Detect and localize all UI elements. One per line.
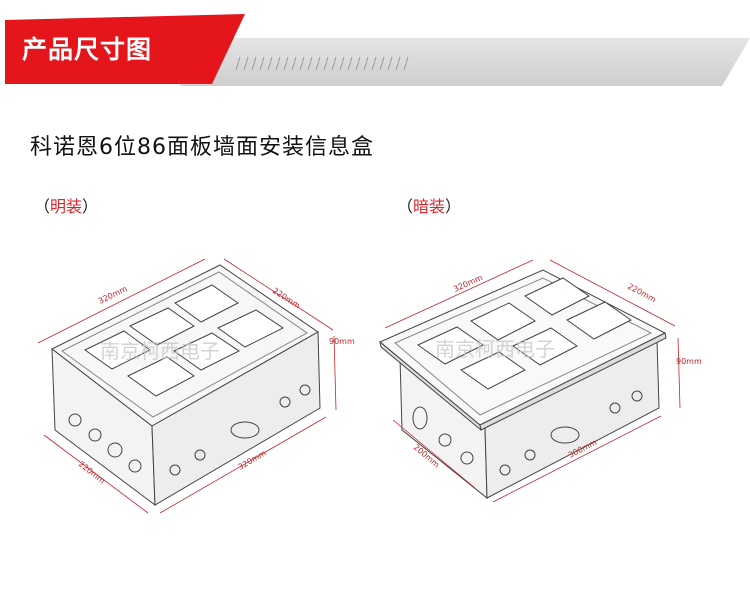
slot bbox=[524, 277, 590, 316]
slot bbox=[174, 284, 239, 323]
dim-height: 90mm bbox=[329, 337, 355, 346]
slot bbox=[173, 332, 240, 371]
slot bbox=[417, 326, 484, 365]
page-title: 科诺恩6位86面板墙面安装信息盒 bbox=[30, 135, 374, 160]
flush-mount-label: （暗装） bbox=[397, 197, 462, 216]
banner-stripes bbox=[235, 56, 409, 71]
slot bbox=[566, 301, 632, 340]
slot bbox=[127, 356, 195, 397]
box-right-face bbox=[151, 331, 321, 506]
dim-length: 320mm bbox=[452, 273, 484, 294]
surface-mount-label: （明装） bbox=[34, 197, 99, 216]
dim-width: 220mm bbox=[626, 282, 658, 305]
watermark: 南京柯西电子 bbox=[100, 339, 220, 363]
surface-mount-diagram: 320mm 220mm 90mm 220mm 320mm 南京柯西电子 bbox=[37, 258, 355, 514]
slot bbox=[460, 351, 526, 390]
banner-gray-bar bbox=[180, 38, 750, 86]
slot bbox=[512, 327, 578, 366]
slot bbox=[470, 302, 536, 341]
banner-red-shape bbox=[5, 14, 245, 84]
banner-title: 产品尺寸图 bbox=[22, 35, 153, 64]
dim-height: 90mm bbox=[676, 357, 702, 366]
watermark: 南京柯西电子 bbox=[435, 337, 555, 361]
slot bbox=[84, 330, 151, 370]
header-banner bbox=[0, 0, 750, 100]
flush-mount-diagram: 320mm 220mm 90mm 200mm 300mm 南京柯西电子 bbox=[379, 259, 702, 503]
slot bbox=[217, 309, 284, 348]
slot bbox=[129, 307, 195, 346]
dim-length: 320mm bbox=[97, 284, 129, 306]
